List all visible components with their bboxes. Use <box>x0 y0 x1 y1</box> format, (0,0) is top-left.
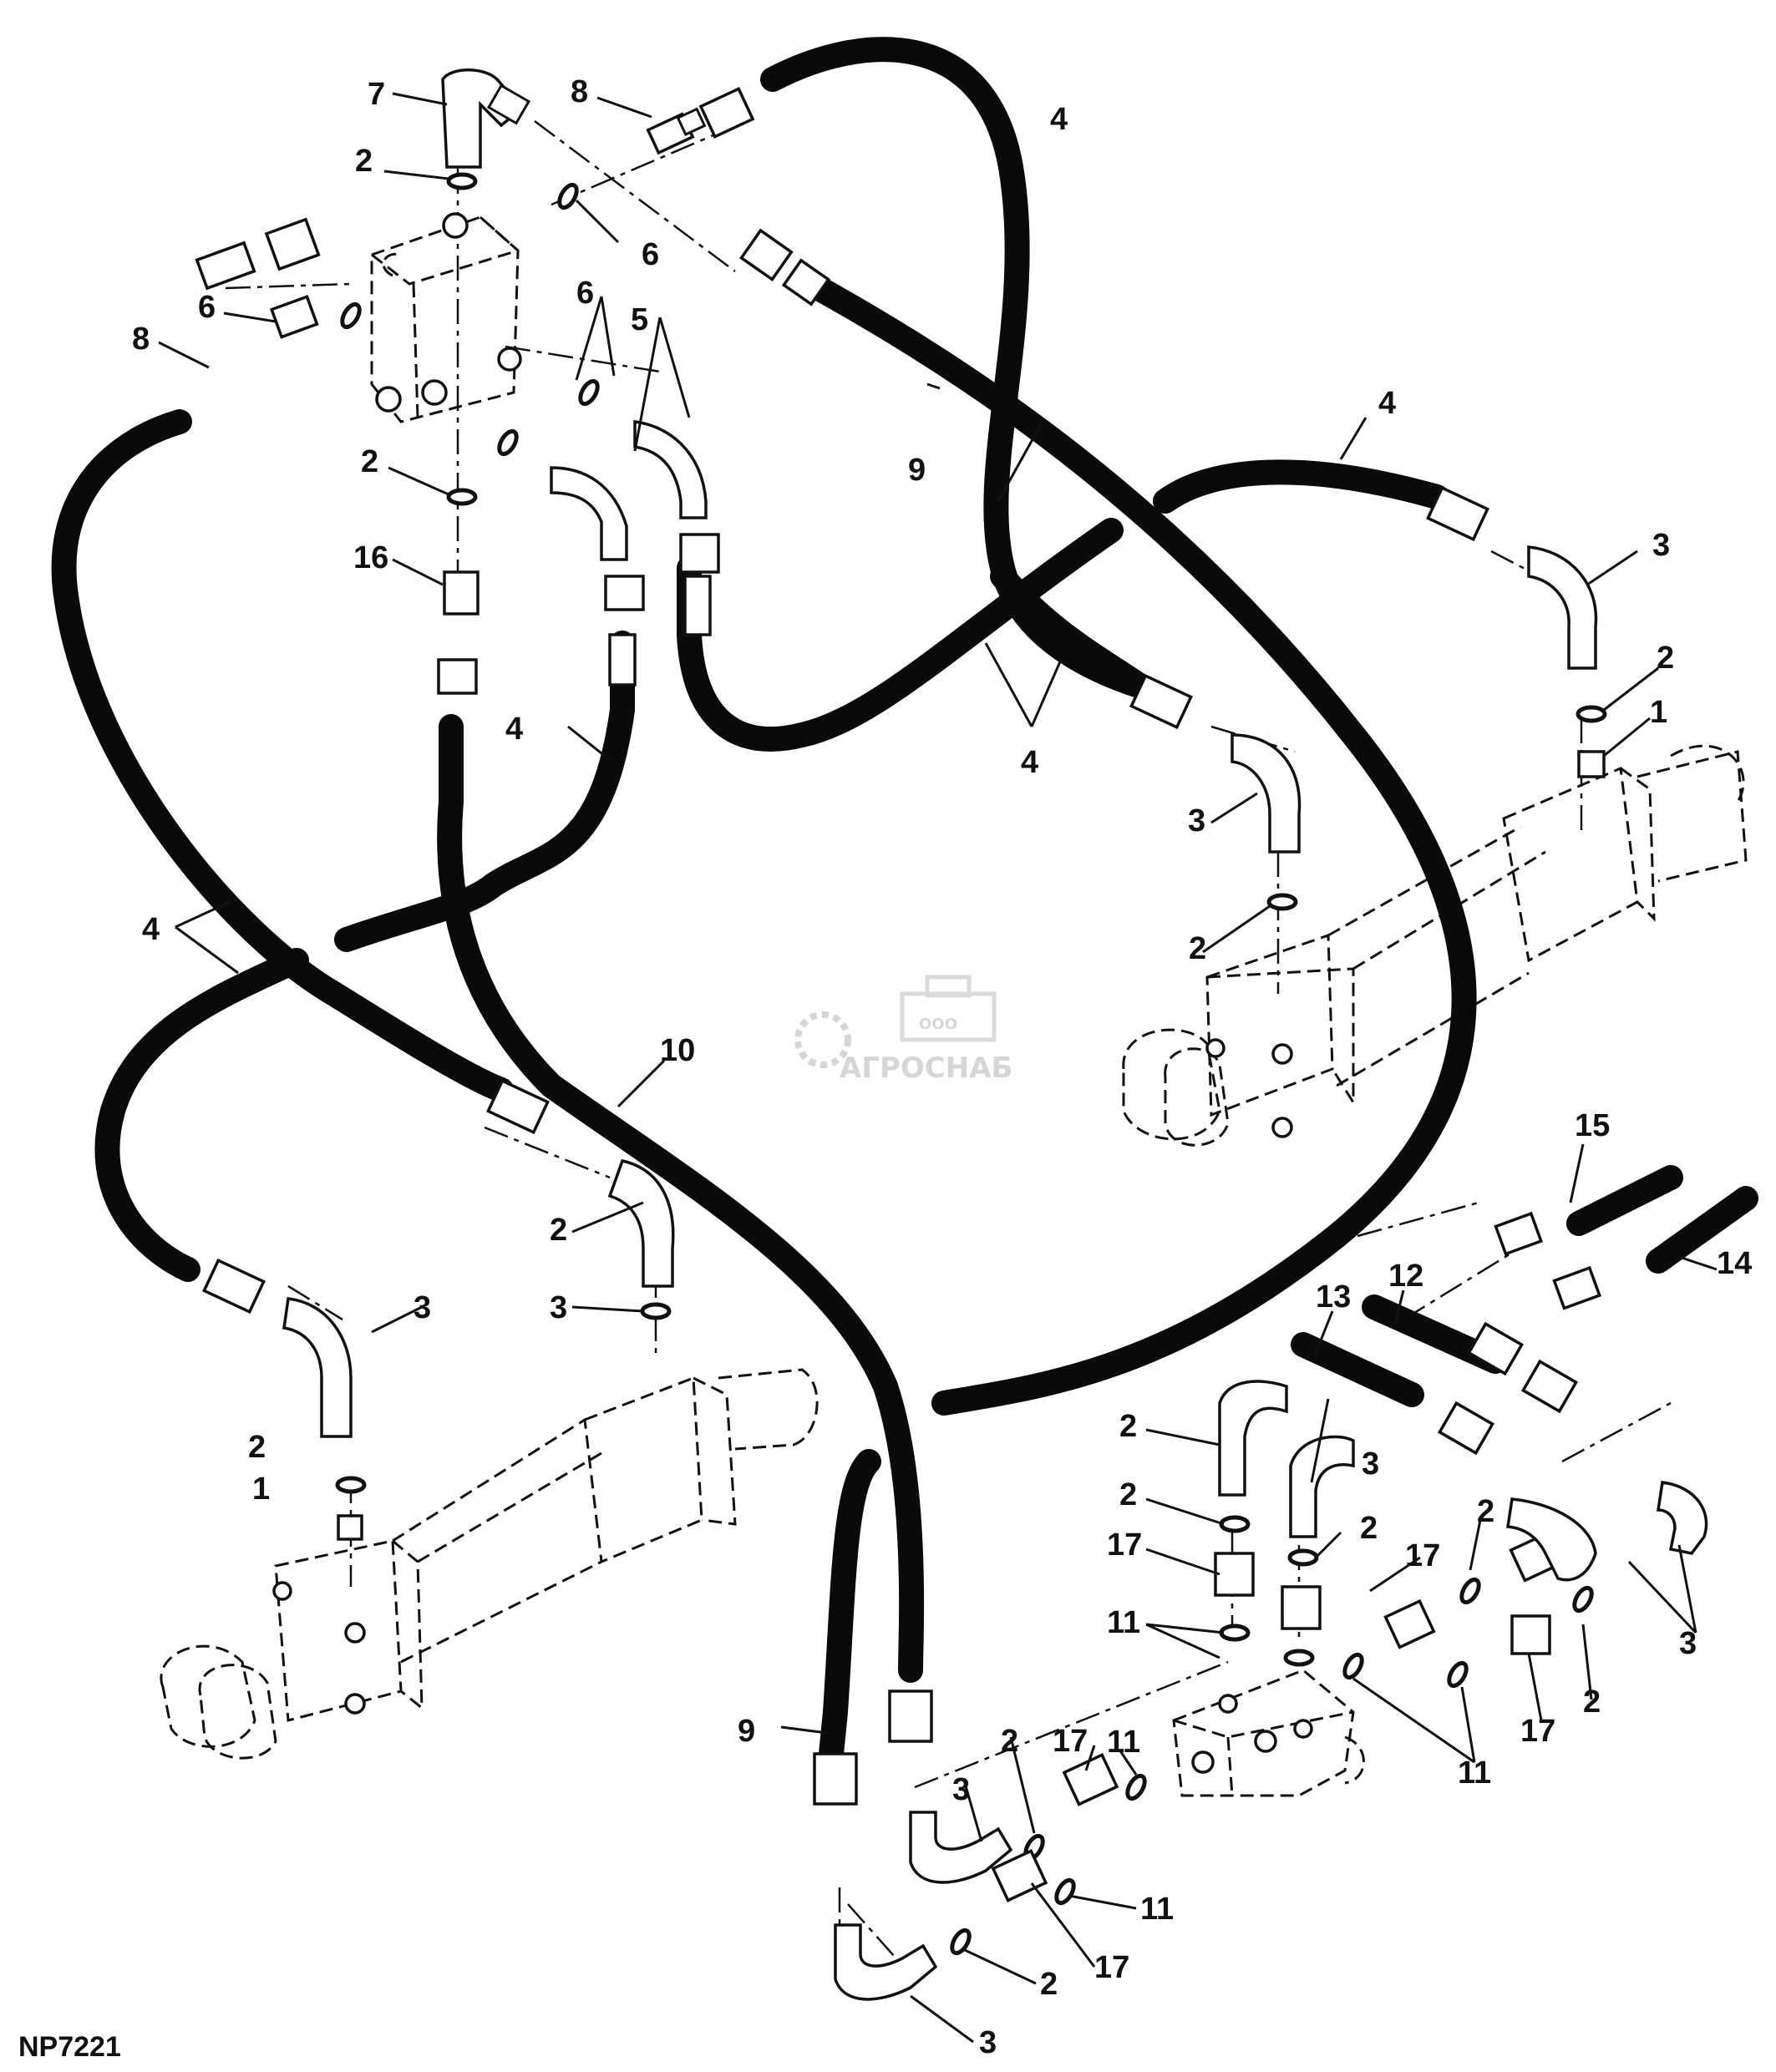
callout-3: 2 <box>550 1213 567 1248</box>
callout-16: 16 <box>353 540 388 575</box>
hose-14 <box>1646 1186 1758 1274</box>
callout-2: 2 <box>1119 1409 1137 1444</box>
callout-3: 3 <box>1652 528 1670 563</box>
callout-13: 13 <box>1316 1279 1351 1315</box>
callout-4: 4 <box>1021 745 1038 780</box>
left-cylinder <box>160 1368 819 1760</box>
hose-9 <box>806 276 1477 1416</box>
callout-3: 3 <box>979 2025 997 2060</box>
callout-2: 2 <box>1119 1477 1137 1512</box>
callout-11: 11 <box>1140 1892 1174 1927</box>
hose-4-lowerleft <box>94 948 309 1282</box>
callout-4: 4 <box>1050 102 1068 137</box>
callout-3: 3 <box>1188 803 1205 838</box>
callout-10: 10 <box>660 1033 695 1068</box>
reference-code: NP7221 <box>18 2031 121 2063</box>
watermark-logo: ООО АГРОСНАБ <box>794 975 1012 1085</box>
callout-2: 2 <box>1477 1494 1494 1529</box>
callout-3: 3 <box>952 1772 970 1807</box>
callout-2: 2 <box>1360 1511 1378 1546</box>
callout-15: 15 <box>1575 1108 1610 1143</box>
callouts: 7 8 2 6 6 6 5 8 2 16 4 9 4 3 2 1 4 4 3 2… <box>132 74 1752 2060</box>
callout-4: 4 <box>505 712 523 747</box>
callout-17: 17 <box>1107 1527 1142 1563</box>
callout-3: 3 <box>414 1290 431 1325</box>
callout-2: 2 <box>1657 641 1674 676</box>
callout-4: 4 <box>142 912 160 947</box>
hose-4-right <box>1153 459 1449 514</box>
callout-2: 2 <box>361 444 378 479</box>
callout-17: 17 <box>1053 1724 1088 1759</box>
callout-14: 14 <box>1717 1246 1752 1281</box>
callout-2: 2 <box>1189 931 1206 966</box>
callout-9: 9 <box>738 1714 755 1749</box>
callout-8: 8 <box>132 322 150 357</box>
callout-1: 1 <box>252 1472 270 1507</box>
callout-3: 3 <box>1679 1626 1697 1661</box>
callout-11: 11 <box>1107 1605 1140 1640</box>
watermark-text: АГРОСНАБ <box>840 1051 1012 1085</box>
callout-9: 9 <box>908 453 926 488</box>
hose-4-center <box>334 631 635 952</box>
bottom-right-valve <box>1172 1669 1365 1797</box>
callout-2: 2 <box>1040 1967 1058 2002</box>
callout-4: 4 <box>1378 386 1396 421</box>
callout-2: 2 <box>355 144 373 179</box>
callout-2: 2 <box>248 1430 266 1465</box>
hose-4-diag <box>990 564 1157 702</box>
callout-11: 11 <box>1458 1755 1491 1791</box>
callout-8: 8 <box>571 74 588 109</box>
callout-1: 1 <box>1650 695 1667 730</box>
callout-11: 11 <box>1107 1725 1140 1760</box>
callout-6: 6 <box>642 237 659 272</box>
leader-lines <box>158 92 1718 2044</box>
callout-3: 3 <box>1362 1446 1379 1482</box>
hose-10 <box>437 714 925 1683</box>
hose-13 <box>1291 1332 1424 1407</box>
callout-5: 5 <box>631 302 648 337</box>
callout-7: 7 <box>368 77 385 112</box>
callout-2: 3 <box>550 1290 567 1325</box>
hose-9-lower <box>819 1449 881 1766</box>
callout-2: 2 <box>1583 1684 1601 1720</box>
hoses <box>51 37 1758 1766</box>
callout-17: 17 <box>1520 1714 1555 1749</box>
callout-6: 6 <box>576 276 594 311</box>
hose-15 <box>1566 1165 1683 1236</box>
callout-12: 12 <box>1388 1259 1423 1294</box>
top-valve <box>370 212 522 423</box>
fittings <box>195 68 1708 2001</box>
callout-6: 6 <box>198 290 216 325</box>
callout-17: 17 <box>1405 1538 1440 1573</box>
callout-2: 2 <box>1001 1724 1018 1759</box>
right-cylinder <box>1122 744 1748 1147</box>
callout-17: 17 <box>1094 1950 1129 1985</box>
hose-4-middle <box>677 518 1124 752</box>
watermark-small-text: ООО <box>919 1016 957 1033</box>
hose-4-left <box>51 409 514 1102</box>
